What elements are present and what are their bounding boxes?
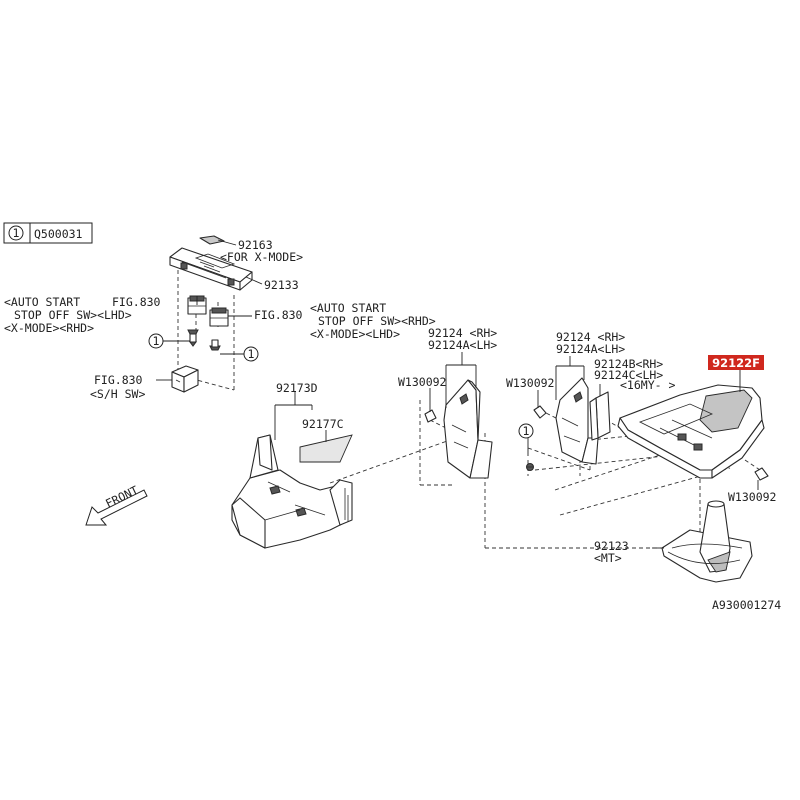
bracket-92124-middle <box>555 377 599 465</box>
label-92124A-b: 92124A<LH> <box>556 342 625 356</box>
front-arrow <box>85 489 148 526</box>
label-92122F[interactable]: 92122F <box>712 356 760 370</box>
switch-panel-92133 <box>169 247 253 291</box>
label-92163-note: <FOR X-MODE> <box>220 250 303 264</box>
legend-index-circle <box>8 225 24 241</box>
label-92124B: 92124B<RH> <box>594 357 663 371</box>
label-92133: 92133 <box>264 278 299 292</box>
screw-2 <box>209 339 221 351</box>
console-base-92173D <box>231 434 353 549</box>
clip-middle <box>533 405 547 419</box>
label-w130092-middle: W130092 <box>506 376 554 390</box>
cover-92122F <box>617 384 765 479</box>
shift-boot-92123 <box>661 500 753 583</box>
label-auto-lhd-1: <AUTO START <box>4 295 80 309</box>
label-auto-lhd-2: STOP OFF SW><LHD> <box>14 308 132 322</box>
screw-3 <box>526 463 534 471</box>
label-92124C: 92124C<LH> <box>594 368 663 382</box>
legend-box: 1 Q500031 <box>3 222 93 244</box>
switch-sh <box>171 365 199 393</box>
legend-code: Q500031 <box>34 227 83 241</box>
legend-index: 1 <box>13 226 20 240</box>
clip-right <box>754 467 769 481</box>
svg-text:1: 1 <box>523 424 530 438</box>
label-sh-note: <S/H SW> <box>90 387 145 401</box>
highlight-92122F[interactable]: 92122F <box>708 355 764 370</box>
label-92163: 92163 <box>238 238 273 252</box>
bracket-92124-left <box>443 379 493 479</box>
label-auto-rhd-1: <AUTO START <box>310 301 386 315</box>
svg-text:1: 1 <box>153 334 160 348</box>
label-auto-rhd-3: <X-MODE><LHD> <box>310 327 400 341</box>
label-92173D: 92173D <box>276 381 318 395</box>
cap-92163 <box>199 235 225 245</box>
label-auto-rhd-2: STOP OFF SW><RHD> <box>318 314 436 328</box>
label-92124-note: <16MY- > <box>620 378 675 392</box>
label-92123-note: <MT> <box>594 551 622 565</box>
label-auto-lhd-3: <X-MODE><RHD> <box>4 321 94 335</box>
label-92123: 92123 <box>594 539 629 553</box>
callout-3: 1 <box>518 423 534 439</box>
svg-text:1: 1 <box>248 347 255 361</box>
screw-1 <box>187 329 199 347</box>
label-92124-a: 92124 <RH> <box>428 326 497 340</box>
callout-2: 1 <box>243 346 259 362</box>
label-w130092-left: W130092 <box>398 375 446 389</box>
leader-lines <box>156 239 759 549</box>
label-w130092-right: W130092 <box>728 490 776 504</box>
switch-right <box>209 307 229 327</box>
label-92177C: 92177C <box>302 417 344 431</box>
callout-1: 1 <box>148 333 164 349</box>
label-92124-b: 92124 <RH> <box>556 330 625 344</box>
label-92124A-a: 92124A<LH> <box>428 338 497 352</box>
label-sh-fig: FIG.830 <box>94 373 143 387</box>
bracket-92124B <box>589 391 611 441</box>
label-auto-lhd-fig: FIG.830 <box>112 295 161 309</box>
clip-left <box>424 409 437 423</box>
label-fig830-right: FIG.830 <box>254 308 303 322</box>
pad-92177C <box>299 434 353 463</box>
label-diagram-code: A930001274 <box>712 598 781 612</box>
